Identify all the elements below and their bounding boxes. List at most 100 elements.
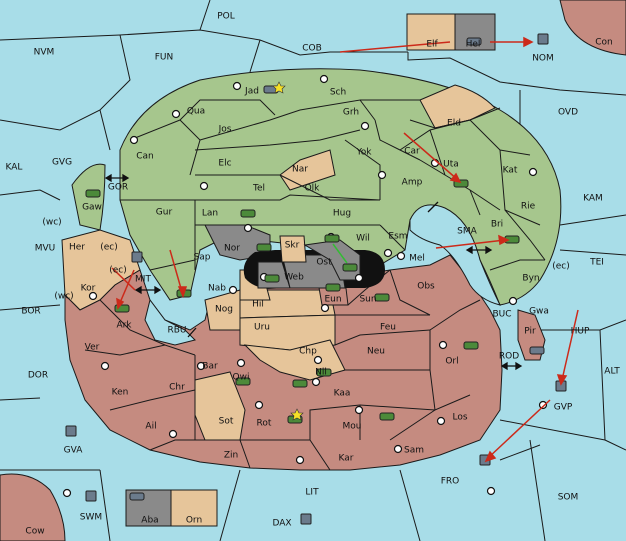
label-dor: DOR — [28, 371, 48, 381]
army-unit[interactable] — [324, 234, 340, 243]
red-borders — [84, 269, 481, 471]
label-wil: Wil — [356, 234, 370, 244]
army-unit[interactable] — [529, 346, 545, 355]
label-olk: Olk — [305, 184, 321, 194]
label-gaw: Gaw — [82, 203, 102, 213]
army-unit[interactable] — [129, 492, 145, 501]
label-swm: SWM — [80, 513, 102, 523]
label-ovd: OVD — [558, 108, 578, 118]
army-unit[interactable] — [466, 37, 482, 46]
label-tei: TEI — [589, 258, 604, 268]
label-nil: Nil — [315, 368, 327, 378]
label-ark: Ark — [116, 321, 132, 331]
label-wc1: (wc) — [42, 218, 61, 228]
army-unit[interactable] — [131, 251, 143, 263]
label-kor: Kor — [81, 284, 96, 294]
label-mit: MIT — [135, 275, 151, 285]
label-ail: Ail — [145, 422, 156, 432]
army-unit[interactable] — [85, 189, 101, 198]
label-gvp: GVP — [554, 403, 573, 413]
label-her: Her — [69, 243, 85, 253]
region-orn[interactable] — [170, 489, 218, 527]
label-cob: COB — [302, 44, 322, 54]
army-unit[interactable] — [264, 274, 280, 283]
label-jos: Jos — [218, 125, 232, 135]
label-sap: Sap — [194, 253, 211, 263]
label-hup: HUP — [571, 327, 590, 337]
support-arrow — [332, 243, 348, 264]
label-chp: Chp — [299, 347, 317, 357]
label-gur: Gur — [156, 208, 173, 218]
army-unit[interactable] — [240, 209, 256, 218]
label-can: Can — [136, 152, 154, 162]
label-dax: DAX — [272, 519, 291, 529]
army-unit[interactable] — [292, 379, 308, 388]
label-byn: Byn — [522, 274, 539, 284]
army-unit[interactable] — [537, 33, 549, 45]
sea-sma[interactable] — [409, 204, 501, 306]
army-unit[interactable] — [463, 341, 479, 350]
label-kat: Kat — [503, 166, 518, 176]
label-hel: Hel — [466, 40, 481, 50]
units — [65, 33, 567, 525]
label-sot: Sot — [219, 417, 234, 427]
army-unit[interactable] — [342, 263, 358, 272]
label-nab: Nab — [208, 284, 226, 294]
region-nar[interactable] — [279, 149, 336, 191]
label-elf: Elf — [426, 40, 438, 50]
region-web[interactable] — [281, 254, 346, 289]
region-cow[interactable] — [0, 473, 66, 541]
label-elc: Elc — [218, 159, 231, 169]
label-rod: ROD — [499, 352, 519, 362]
sea-rbu[interactable] — [144, 298, 196, 346]
label-nar: Nar — [292, 165, 308, 175]
label-sch: Sch — [330, 88, 346, 98]
label-buc: BUC — [492, 310, 511, 320]
label-zin: Zin — [224, 451, 238, 461]
label-eld: Eld — [447, 119, 461, 129]
army-unit[interactable] — [300, 513, 312, 525]
label-lit: LIT — [305, 488, 319, 498]
label-ver: Ver — [85, 343, 100, 353]
label-aba: Aba — [141, 516, 158, 526]
label-ec1: (ec) — [100, 243, 118, 253]
label-ost: Ost — [316, 258, 332, 268]
label-ken: Ken — [112, 388, 129, 398]
army-unit[interactable] — [325, 283, 341, 292]
label-kam: KAM — [583, 194, 603, 204]
label-som: SOM — [558, 493, 579, 503]
label-kar: Kar — [339, 454, 354, 464]
army-unit[interactable] — [374, 293, 390, 302]
label-ec3: (ec) — [552, 262, 570, 272]
region-skr[interactable] — [279, 235, 307, 263]
label-orn: Orn — [186, 516, 202, 526]
label-gor: GOR — [108, 183, 128, 193]
label-kal: KAL — [6, 163, 23, 173]
label-qua: Qua — [187, 107, 205, 117]
army-unit[interactable] — [65, 425, 77, 437]
army-unit[interactable] — [379, 412, 395, 421]
label-hil: Hil — [252, 300, 264, 310]
army-unit[interactable] — [85, 490, 97, 502]
label-wc2: (wc) — [54, 292, 73, 302]
label-gwa: Gwa — [529, 307, 549, 317]
label-bri: Bri — [491, 220, 503, 230]
label-yok: Yok — [355, 148, 372, 158]
army-unit[interactable] — [256, 243, 272, 252]
region-eld[interactable] — [419, 84, 496, 129]
label-orl: Orl — [445, 357, 458, 367]
label-nom: NOM — [532, 54, 554, 64]
label-nor: Nor — [224, 244, 240, 254]
army-unit[interactable] — [235, 377, 251, 386]
region-nog[interactable] — [204, 289, 241, 331]
label-los: Los — [452, 413, 467, 423]
army-unit[interactable] — [316, 368, 332, 377]
label-sam: Sam — [404, 446, 424, 456]
label-pol: POL — [217, 12, 235, 22]
region-labels: POL NVM FUN COB Elf Hel Con NOM OVD KAL … — [6, 12, 621, 537]
label-bor: BOR — [21, 307, 40, 317]
label-bar: Bar — [202, 362, 218, 372]
label-con: Con — [595, 38, 613, 48]
label-fro: FRO — [441, 477, 460, 487]
